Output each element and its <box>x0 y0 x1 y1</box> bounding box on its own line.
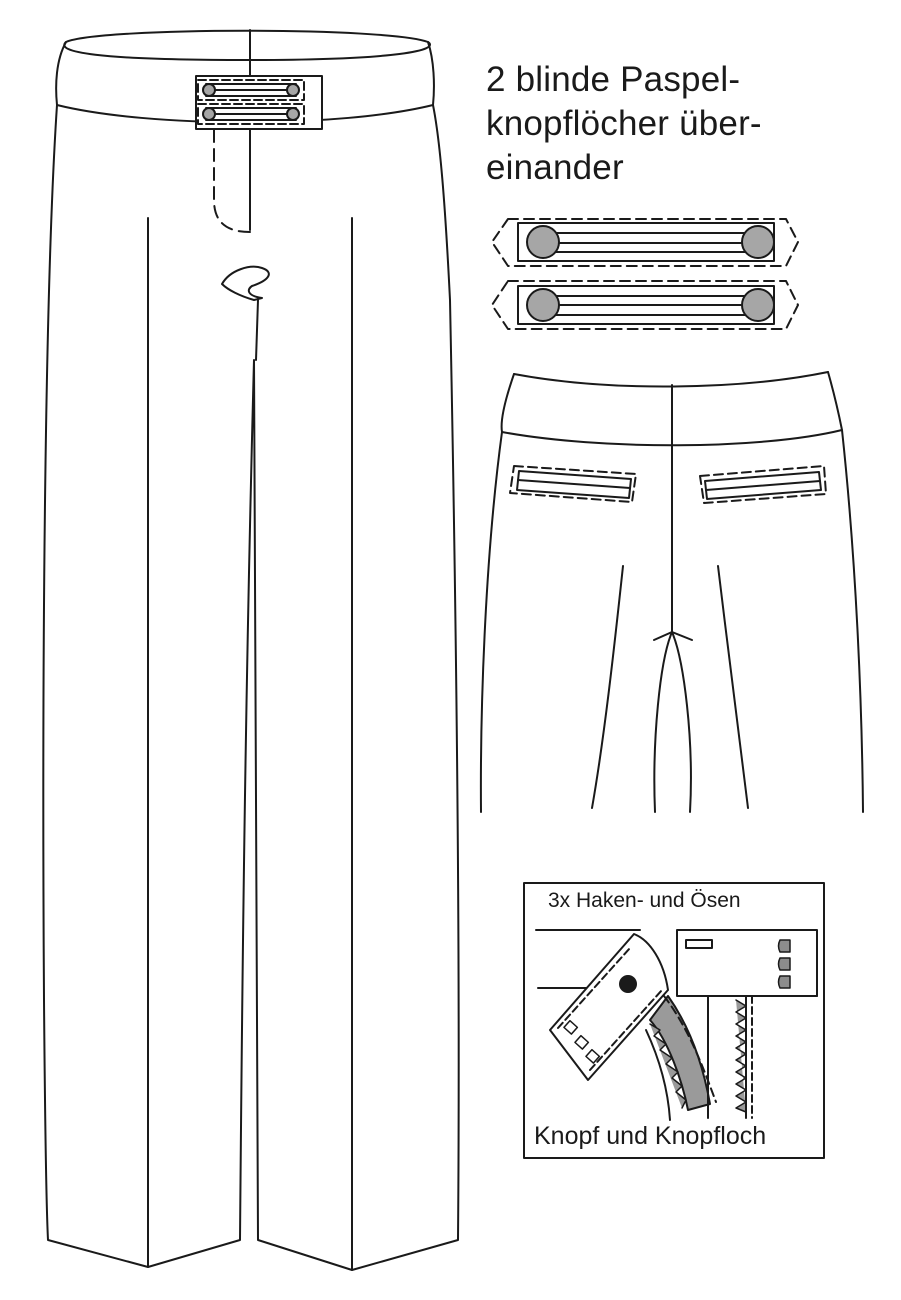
front-trousers <box>42 29 460 1271</box>
back-crease-left <box>591 565 624 809</box>
closure-inset <box>523 882 825 1159</box>
waistband-top <box>63 29 431 61</box>
zipper-right <box>735 999 747 1113</box>
back-pocket-right <box>699 465 827 504</box>
fly-curl <box>221 265 270 301</box>
front-trousers-outline <box>42 41 460 1271</box>
round-button-icon <box>741 288 775 322</box>
back-waistband-bottom <box>501 429 843 447</box>
back-side-left <box>479 373 515 813</box>
inset-bottom-label: Knopf und Knopfloch <box>534 1122 767 1150</box>
heading: 2 blinde Paspel- knopflöcher über- einan… <box>486 58 886 190</box>
heading-line-3: einander <box>486 148 624 187</box>
back-crease-right <box>717 565 749 809</box>
back-side-right <box>827 371 864 813</box>
round-button-icon <box>526 288 560 322</box>
back-view <box>479 371 864 813</box>
round-button-icon <box>619 975 637 993</box>
back-waistband-top <box>513 371 829 388</box>
buttonhole-detail <box>491 218 799 330</box>
round-button-icon <box>526 225 560 259</box>
zipper-left <box>649 995 711 1111</box>
buttonhole-upper <box>491 218 799 267</box>
waistband-buttonholes <box>197 79 305 125</box>
round-button-icon <box>741 225 775 259</box>
heading-line-1: 2 blinde Paspel- <box>486 60 741 99</box>
back-pocket-left <box>509 465 637 503</box>
heading-line-2: knopflöcher über- <box>486 104 762 143</box>
hook-eye-icons <box>777 939 791 989</box>
fly-stitching <box>213 129 251 233</box>
buttonhole-lower <box>491 280 799 330</box>
inset-top-label: 3x Haken- und Ösen <box>548 889 741 912</box>
